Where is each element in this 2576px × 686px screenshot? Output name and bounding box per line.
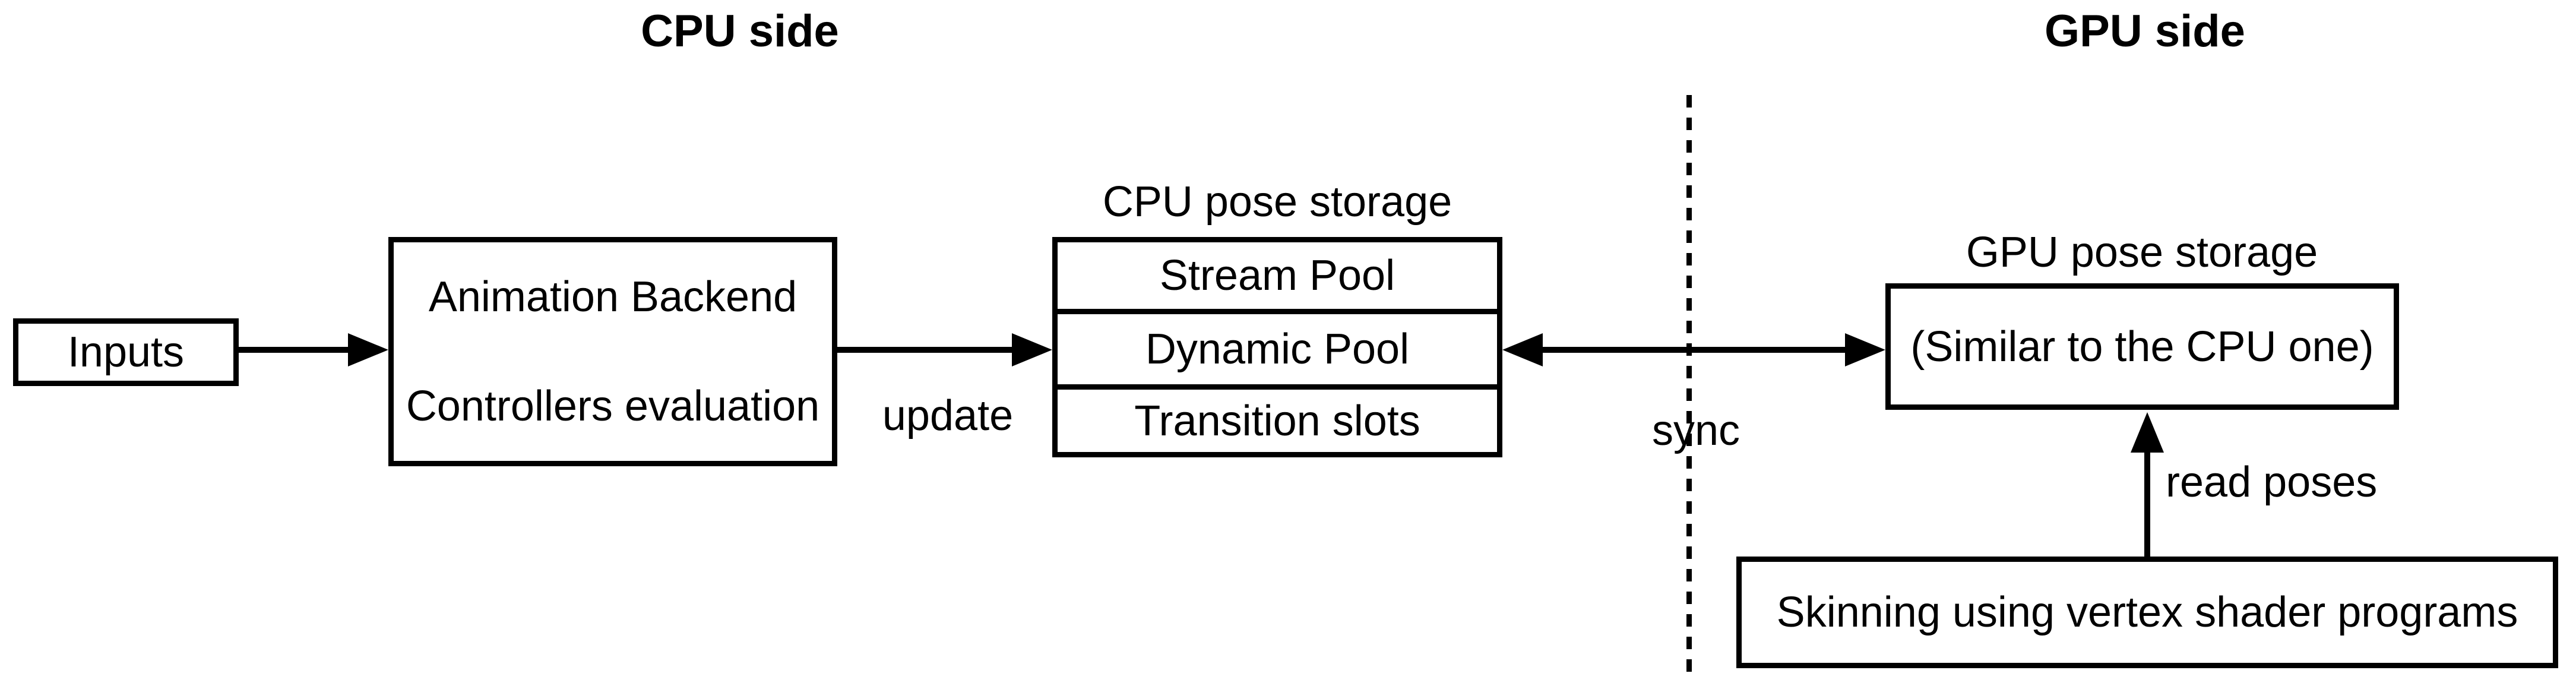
update-arrow-shaft (837, 347, 1015, 353)
read-poses-label: read poses (2166, 459, 2378, 506)
stream-pool-label: Stream Pool (1159, 252, 1395, 299)
skinning-box: Skinning using vertex shader programs (1736, 557, 2558, 668)
update-label: update (882, 392, 1014, 440)
sync-label: sync (1651, 407, 1740, 454)
inputs-box: Inputs (13, 318, 239, 386)
controllers-evaluation-label: Controllers evaluation (406, 382, 820, 430)
animation-backend-box: Animation Backend Controllers evaluation (388, 237, 837, 466)
gpu-pose-storage-title: GPU pose storage (1966, 229, 2318, 276)
stream-pool-row: Stream Pool (1058, 242, 1497, 314)
gpu-side-title: GPU side (2045, 6, 2245, 56)
dynamic-pool-label: Dynamic Pool (1145, 325, 1410, 373)
arrow-up-head-icon (2131, 412, 2164, 453)
sync-arrow-shaft (1538, 347, 1850, 353)
transition-slots-row: Transition slots (1058, 390, 1497, 452)
dynamic-pool-row: Dynamic Pool (1058, 314, 1497, 390)
cpu-gpu-divider-dashed-line (1686, 95, 1692, 672)
arrow-left-head-icon (1502, 333, 1543, 366)
animation-backend-label: Animation Backend (428, 273, 798, 321)
gpu-pose-storage-content: (Similar to the CPU one) (1910, 323, 2374, 371)
inputs-label: Inputs (67, 328, 185, 376)
skinning-label: Skinning using vertex shader programs (1776, 589, 2518, 636)
arrow-right-head-icon (348, 333, 388, 366)
cpu-pose-storage-title: CPU pose storage (1102, 178, 1452, 226)
inputs-to-backend-arrow-shaft (239, 347, 353, 353)
gpu-pose-storage-box: (Similar to the CPU one) (1885, 283, 2399, 410)
arrow-right-head-icon (1012, 333, 1052, 366)
cpu-pose-storage-stack: Stream Pool Dynamic Pool Transition slot… (1052, 237, 1502, 457)
arrow-right-head-icon (1845, 333, 1885, 366)
read-poses-arrow-shaft (2144, 448, 2150, 557)
cpu-side-title: CPU side (641, 6, 839, 56)
transition-slots-label: Transition slots (1134, 397, 1420, 445)
